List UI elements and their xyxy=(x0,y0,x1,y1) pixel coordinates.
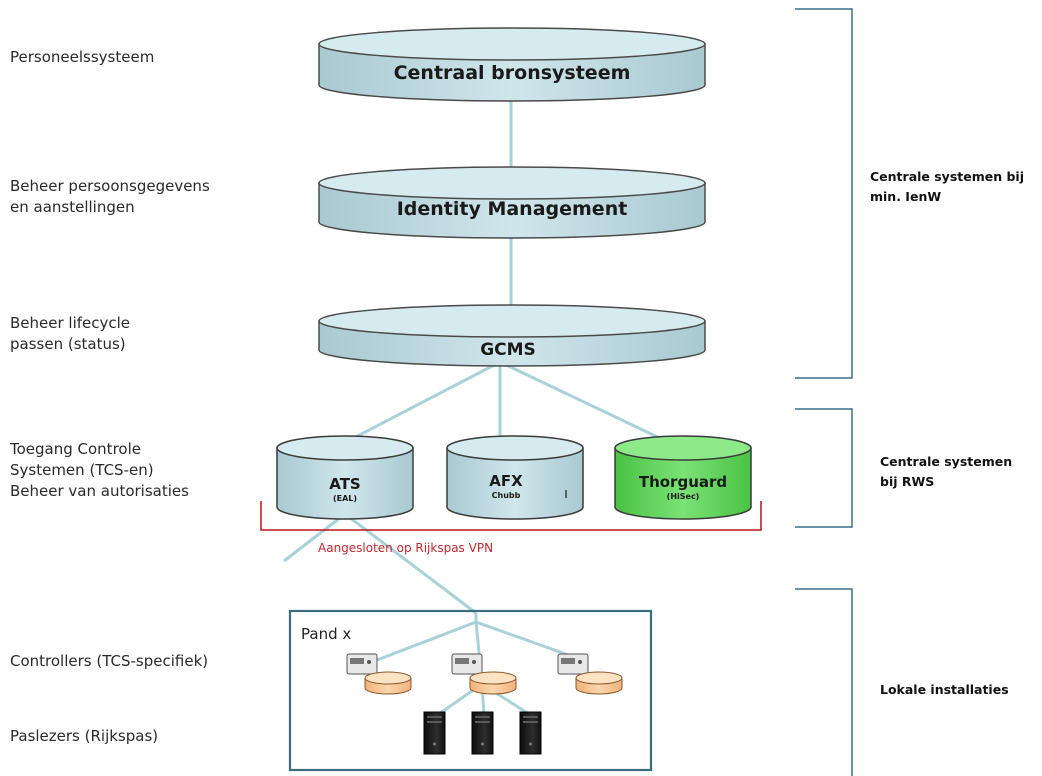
group-label-lokale: Lokale installaties xyxy=(880,680,1009,700)
tcs-subtitle: Chubb xyxy=(492,491,521,500)
cylinder-centraal-bronsysteem: Centraal bronsysteem xyxy=(318,27,706,102)
controllers xyxy=(346,653,623,695)
layer-label-line: Paslezers (Rijkspas) xyxy=(10,727,159,745)
layer-label-line: Personeelssysteem xyxy=(10,48,155,66)
cylinder-thorguard: Thorguard (HiSec) xyxy=(614,435,752,520)
card-reader-icon xyxy=(519,711,542,755)
bracket-lokale xyxy=(795,588,853,776)
layer-label-line: en aanstellingen xyxy=(10,198,135,216)
controller-icon xyxy=(346,653,412,695)
card-reader-icon xyxy=(423,711,446,755)
layer-label-line: Beheer van autorisaties xyxy=(10,482,189,500)
tcs-title: AFX xyxy=(489,472,523,490)
connector-gcms-ats xyxy=(343,360,501,445)
connector-gcms-thorguard xyxy=(499,360,669,444)
group-label-centrale-ienw: Centrale systemen bij min. IenW xyxy=(870,167,1024,207)
layer-label-lifecycle: Beheer lifecycle passen (status) xyxy=(10,313,130,355)
group-brackets xyxy=(795,8,853,776)
cylinder-title: Centraal bronsysteem xyxy=(394,62,631,84)
layer-label-line: passen (status) xyxy=(10,335,126,353)
layer-label-paslezers: Paslezers (Rijkspas) xyxy=(10,726,158,747)
cylinder-title: Identity Management xyxy=(397,198,628,220)
group-label-line: min. IenW xyxy=(870,189,942,204)
group-label-line: bij RWS xyxy=(880,474,935,489)
layer-label-controllers: Controllers (TCS-specifiek) xyxy=(10,651,208,672)
layer-label-line: Controllers (TCS-specifiek) xyxy=(10,652,209,670)
tcs-title: Thorguard xyxy=(639,473,727,491)
tcs-title: ATS xyxy=(329,475,360,493)
building-label: Pand x xyxy=(301,625,351,643)
layer-label-line: Systemen (TCS-en) xyxy=(10,461,154,479)
bracket-centrale-ienw xyxy=(795,8,853,379)
vpn-label: Aangesloten op Rijkspas VPN xyxy=(318,541,493,555)
tcs-subtitle: (EAL) xyxy=(333,494,357,503)
group-label-line: Lokale installaties xyxy=(880,682,1009,697)
layer-label-line: Beheer persoonsgegevens xyxy=(10,177,210,195)
layer-label-line: Toegang Controle xyxy=(10,440,141,458)
cylinder-ats: ATS (EAL) xyxy=(276,435,414,520)
building-box: Pand x xyxy=(288,609,653,772)
controller-icon xyxy=(557,653,623,695)
cylinder-title: GCMS xyxy=(480,340,536,360)
vpn-bracket: Aangesloten op Rijkspas VPN xyxy=(260,501,762,555)
connector-ats-building xyxy=(344,512,477,615)
cylinder-afx: AFX Chubb xyxy=(446,435,584,520)
card-readers xyxy=(423,711,542,755)
connector-ats-left xyxy=(283,512,346,563)
layer-label-line: Beheer lifecycle xyxy=(10,314,131,332)
bracket-centrale-rws xyxy=(795,408,853,528)
group-label-centrale-rws: Centrale systemen bij RWS xyxy=(880,452,1012,492)
card-reader-icon xyxy=(471,711,494,755)
layer-label-personeelssysteem: Personeelssysteem xyxy=(10,47,154,68)
group-label-line: Centrale systemen xyxy=(880,454,1013,469)
layer-label-tcs: Toegang Controle Systemen (TCS-en) Behee… xyxy=(10,439,189,502)
layer-label-persoonsgegevens: Beheer persoonsgegevens en aanstellingen xyxy=(10,176,210,218)
group-label-line: Centrale systemen bij xyxy=(870,169,1024,184)
tcs-subtitle: (HiSec) xyxy=(667,492,700,501)
cylinder-gcms: GCMS xyxy=(318,304,706,367)
connector-controller-1 xyxy=(371,620,477,664)
cylinder-identity-management: Identity Management xyxy=(318,166,706,239)
controller-icon xyxy=(451,653,517,695)
